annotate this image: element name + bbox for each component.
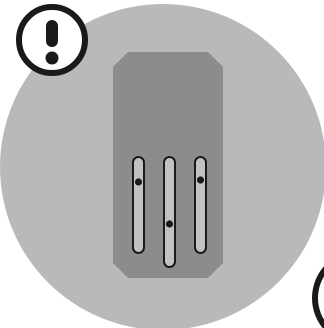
corner-badge: [312, 266, 324, 328]
slider-knob-left: [134, 178, 143, 186]
partial-circle-icon: [312, 266, 324, 328]
exclamation-icon: [45, 20, 59, 65]
alert-badge: [16, 4, 88, 76]
slider-track-middle: [163, 156, 176, 268]
slider-group: [132, 156, 207, 268]
slider-knob-middle: [165, 220, 174, 228]
slider-track-right: [194, 156, 207, 254]
slider-knob-right: [196, 176, 205, 184]
slider-track-left: [132, 156, 145, 254]
